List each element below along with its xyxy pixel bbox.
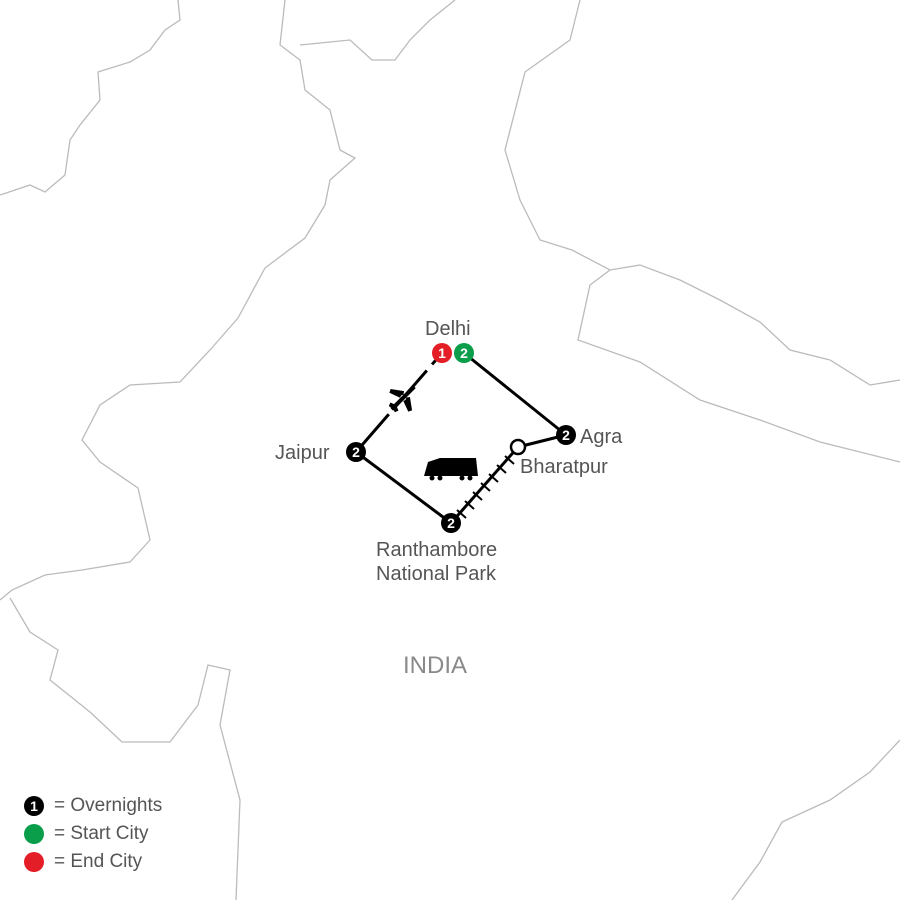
overnights-count: 1 (438, 345, 446, 361)
plane-icon (388, 385, 416, 413)
delhi-start-marker[interactable]: 2 (454, 343, 474, 363)
overnights-count: 2 (352, 444, 360, 460)
route-delhi-agra (463, 351, 567, 437)
start-city-icon (24, 824, 44, 844)
legend-label: = Overnights (54, 795, 163, 816)
city-label-bharatpur: Bharatpur (520, 456, 608, 478)
city-label-delhi: Delhi (425, 318, 471, 340)
rail-ties (456, 455, 515, 519)
agra-marker[interactable]: 2 (556, 425, 576, 445)
city-label-line: National Park (376, 563, 497, 585)
overnights-count: 2 (447, 515, 455, 531)
legend-symbol: 1 (30, 798, 38, 814)
route-ranthambore-jaipur (355, 450, 452, 525)
legend-start: = Start City (24, 820, 162, 848)
legend-label: = Start City (54, 823, 149, 844)
delhi-end-marker[interactable]: 1 (432, 343, 452, 363)
legend-overnights: 1 = Overnights (24, 792, 162, 820)
city-label-line: Ranthambore (376, 539, 498, 561)
country-label: INDIA (403, 652, 468, 679)
map-legend: 1 = Overnights = Start City = End City (24, 792, 162, 876)
end-city-icon (24, 852, 44, 872)
city-label-agra: Agra (580, 426, 623, 448)
legend-end: = End City (24, 848, 162, 876)
city-label-ranthambore: Ranthambore National Park (376, 538, 497, 586)
overnights-symbol-icon: 1 (24, 796, 44, 816)
bharatpur-stop-marker (509, 438, 527, 456)
ranthambore-marker[interactable]: 2 (441, 513, 461, 533)
legend-label: = End City (54, 851, 143, 872)
train-icon (424, 458, 478, 481)
route-lines (354, 351, 567, 525)
overnights-count: 2 (460, 345, 468, 361)
overnights-count: 2 (562, 427, 570, 443)
city-label-jaipur: Jaipur (275, 442, 330, 464)
jaipur-marker[interactable]: 2 (346, 442, 366, 462)
